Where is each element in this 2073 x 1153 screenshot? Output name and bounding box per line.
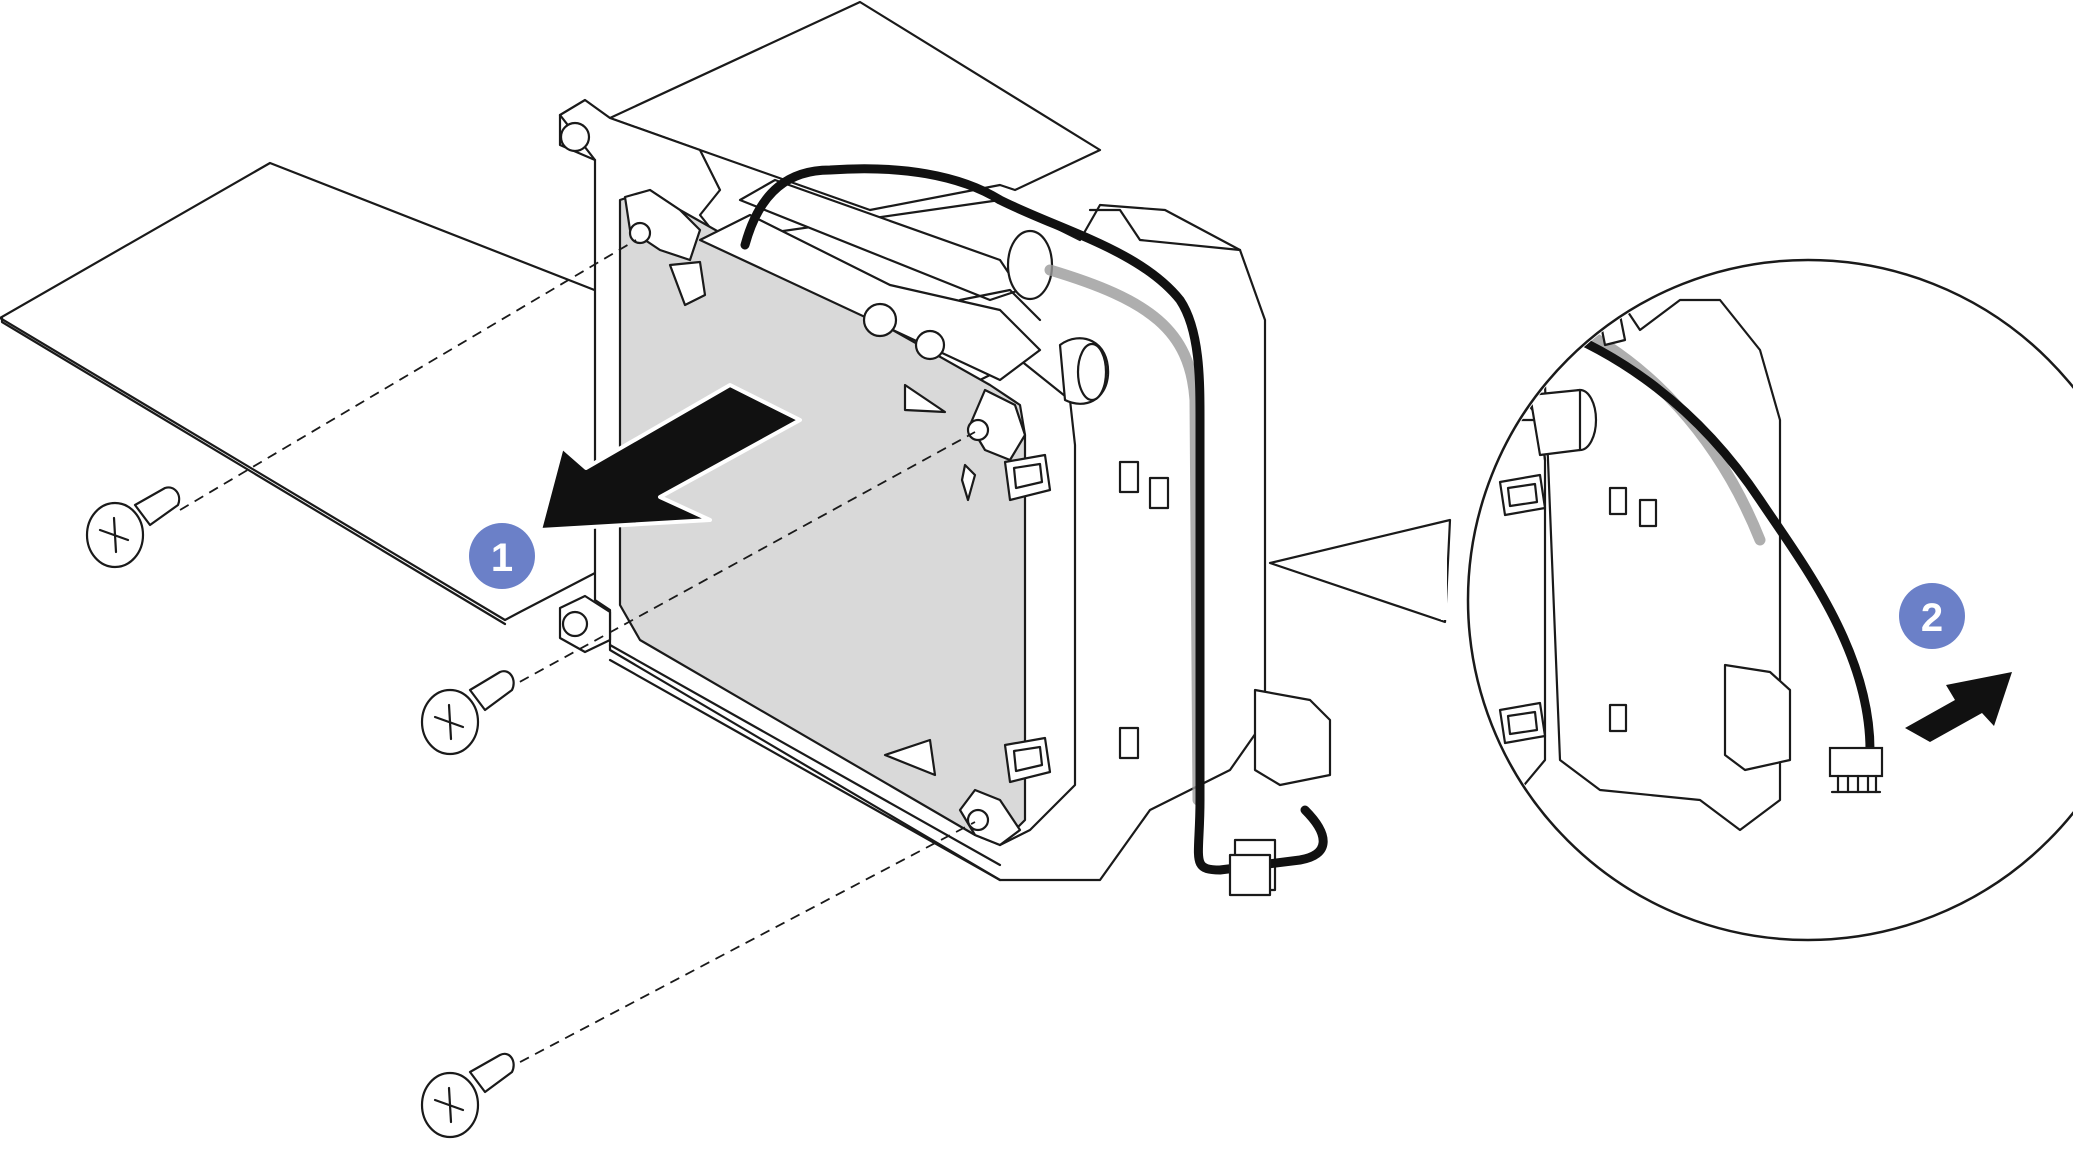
step-badge-circle [1899, 583, 1965, 649]
removal-arrow-icon [538, 383, 802, 532]
step-1-badge: 1 [469, 523, 535, 589]
screw-middle [420, 431, 976, 756]
step-1-number: 1 [491, 536, 513, 580]
disconnect-arrow-icon [1905, 672, 2012, 742]
screw-icon [420, 1052, 515, 1139]
screw-top [85, 239, 637, 569]
step-badge-circle [469, 523, 535, 589]
screw-icon [85, 486, 181, 569]
drive-top-mechanism [698, 178, 1054, 382]
screw-icon [420, 670, 515, 756]
detail-callout: 2 [1268, 258, 2073, 942]
screw-bottom [420, 821, 976, 1139]
step-2-number: 2 [1921, 596, 1943, 640]
step-2-badge: 2 [1899, 583, 1965, 649]
cable-connector-icon [1828, 746, 1884, 794]
drive-cable [740, 164, 1328, 897]
